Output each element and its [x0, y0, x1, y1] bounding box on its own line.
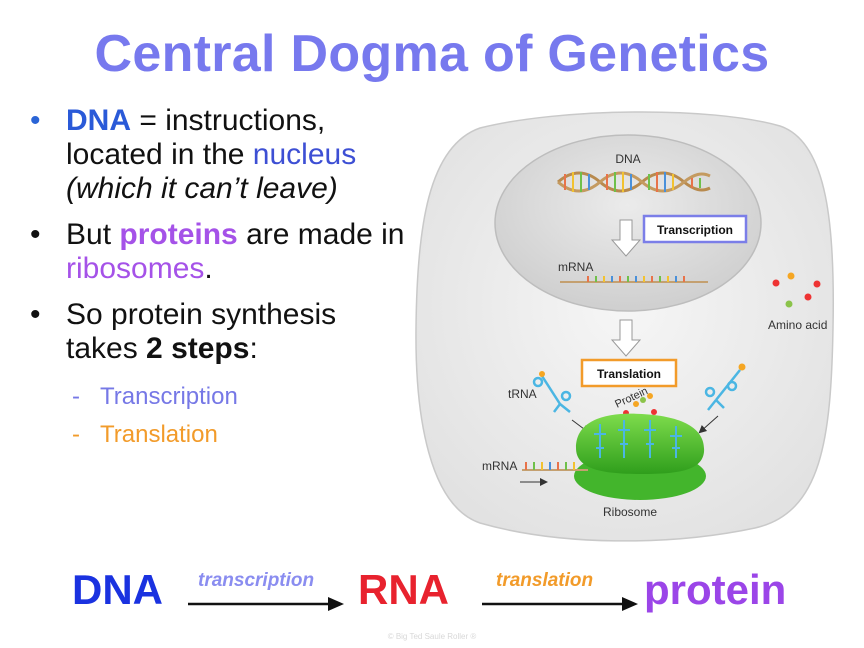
- ribosome-label: Ribosome: [603, 505, 657, 519]
- cell-diagram: DNA Transcription mRNA: [415, 111, 835, 542]
- amino-acid-label: Amino acid: [768, 318, 827, 332]
- eq-protein: protein: [644, 566, 787, 613]
- sub-transcription-label: Transcription: [100, 383, 238, 410]
- nucleus-term: nucleus: [252, 138, 357, 171]
- trna-right: [704, 369, 741, 411]
- mrna-bottom-label: mRNA: [482, 459, 517, 473]
- colon: :: [249, 332, 258, 365]
- bullet-dot: •: [30, 298, 41, 331]
- protein-chain: [623, 393, 657, 416]
- are-text: are made in: [237, 218, 405, 251]
- mrna-strand-bottom: [522, 462, 588, 471]
- bullet-dna: • DNA = instructions, located in the nuc…: [30, 104, 410, 206]
- translation-arrow: [610, 319, 642, 357]
- trna-left: [532, 375, 572, 413]
- eq-transcription-label: transcription: [198, 570, 315, 591]
- bullet-dot: •: [30, 218, 41, 251]
- eq-arrow-2: [482, 597, 638, 611]
- sub-bullet-transcription: - Transcription: [30, 378, 410, 416]
- ribosomes-term: ribosomes: [66, 252, 205, 285]
- amino-acids: [772, 272, 821, 308]
- dna-helix: [557, 171, 711, 193]
- transcription-box: [642, 214, 748, 244]
- transcription-box-label: Transcription: [657, 223, 733, 237]
- sub-translation-label: Translation: [100, 421, 218, 448]
- proteins-term: proteins: [119, 218, 238, 251]
- dna-term: DNA: [66, 104, 131, 137]
- mrna-strand-top: [560, 276, 708, 283]
- trna-label: tRNA: [508, 387, 537, 401]
- nucleus-paren: (which it can’t leave): [66, 172, 338, 205]
- eq-dna: DNA: [72, 566, 163, 613]
- page-title: Central Dogma of Genetics: [94, 25, 770, 83]
- eq-rna: RNA: [358, 566, 449, 613]
- bullet-steps: • So protein synthesis takes 2 steps:: [30, 298, 410, 366]
- mrna-top-label: mRNA: [558, 260, 593, 274]
- trna-arrow-right: [698, 415, 719, 434]
- bullet-proteins: • But proteins are made in ribosomes.: [30, 218, 410, 286]
- ribosome: [574, 413, 706, 500]
- sub-dash: -: [72, 383, 80, 410]
- dna-eq-text: = instructions, located in the: [66, 104, 326, 171]
- transcription-arrow: [610, 219, 642, 257]
- translation-box-label: Translation: [597, 367, 661, 381]
- so-text: So protein synthesis takes: [66, 298, 337, 365]
- steps-term: 2 steps: [146, 332, 250, 365]
- dna-label: DNA: [615, 152, 640, 166]
- period: .: [204, 252, 213, 285]
- bullet-list: • DNA = instructions, located in the nuc…: [30, 104, 410, 454]
- sub-bullet-translation: - Translation: [30, 416, 410, 454]
- sub-dash: -: [72, 421, 80, 448]
- but-text: But: [66, 218, 120, 251]
- copyright-text: © Big Ted Saule Roller ®: [387, 632, 477, 641]
- bullet-dot: •: [30, 104, 41, 137]
- translation-box: [580, 358, 678, 388]
- eq-arrow-1: [188, 597, 344, 611]
- eq-translation-label: translation: [496, 570, 594, 591]
